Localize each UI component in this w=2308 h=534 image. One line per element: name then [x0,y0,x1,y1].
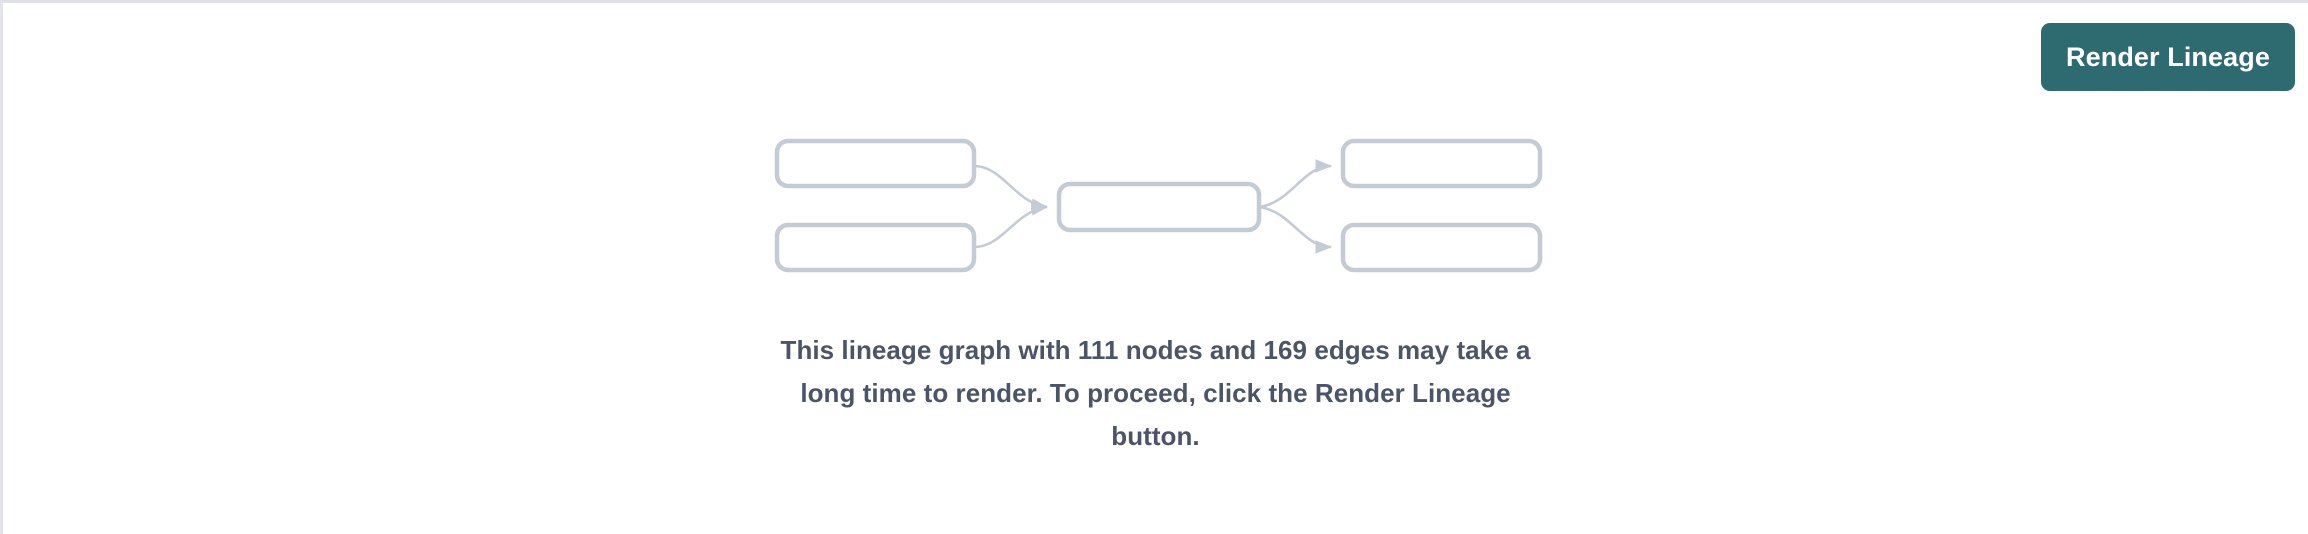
lineage-warning-message: This lineage graph with 111 nodes and 16… [780,335,1531,451]
render-lineage-button[interactable]: Render Lineage [2041,23,2295,91]
lineage-node-downstream-2 [1340,222,1543,273]
lineage-node-upstream-2 [774,222,977,273]
edge-upstream2-center [973,202,1049,249]
lineage-node-upstream-1 [774,138,977,189]
lineage-node-center [1056,181,1262,233]
lineage-node-downstream-1 [1340,138,1543,189]
edge-center-downstream2 [1258,205,1333,254]
edge-upstream1-center [973,164,1049,212]
edge-center-downstream1 [1258,159,1333,209]
